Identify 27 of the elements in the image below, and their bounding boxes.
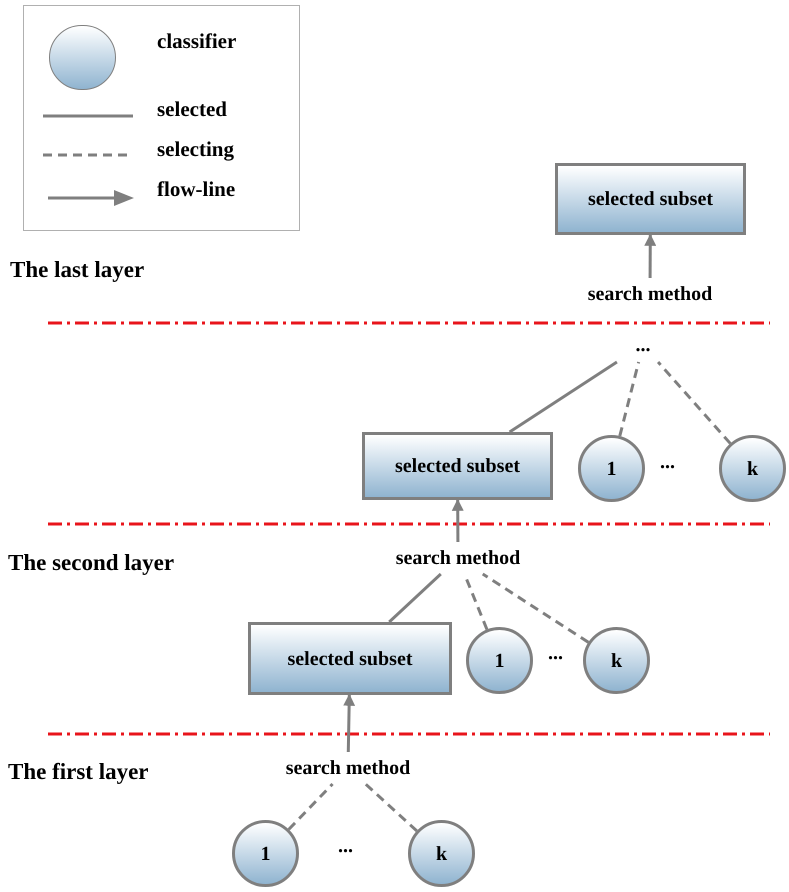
legend-label: selected bbox=[157, 96, 227, 122]
method-label: ... bbox=[615, 330, 671, 360]
layer-label: The last layer bbox=[10, 258, 144, 281]
ellipsis: ... bbox=[660, 452, 675, 472]
ellipsis: ... bbox=[548, 643, 563, 663]
ellipsis: ... bbox=[338, 836, 353, 856]
dashed-connector bbox=[288, 782, 334, 830]
dashed-connector bbox=[364, 782, 418, 832]
arrow bbox=[644, 234, 656, 278]
legend-label: selecting bbox=[157, 136, 234, 162]
method-label: search method bbox=[368, 544, 548, 572]
connector bbox=[508, 360, 618, 434]
method-label: search method bbox=[560, 280, 740, 308]
connector bbox=[388, 572, 442, 624]
layer-label: The second layer bbox=[8, 551, 174, 574]
dashed-connector bbox=[656, 361, 732, 444]
process-box: selected subset bbox=[362, 432, 553, 500]
process-box: selected subset bbox=[248, 622, 452, 695]
arrow bbox=[452, 498, 464, 542]
legend-label: classifier bbox=[157, 28, 236, 54]
layer-label: The first layer bbox=[8, 760, 149, 783]
process-box: selected subset bbox=[555, 163, 746, 235]
dashed-connector bbox=[482, 572, 590, 644]
dashed-connector bbox=[618, 362, 640, 436]
legend-label: flow-line bbox=[157, 176, 236, 202]
method-label: search method bbox=[258, 754, 438, 782]
arrow bbox=[343, 694, 356, 752]
